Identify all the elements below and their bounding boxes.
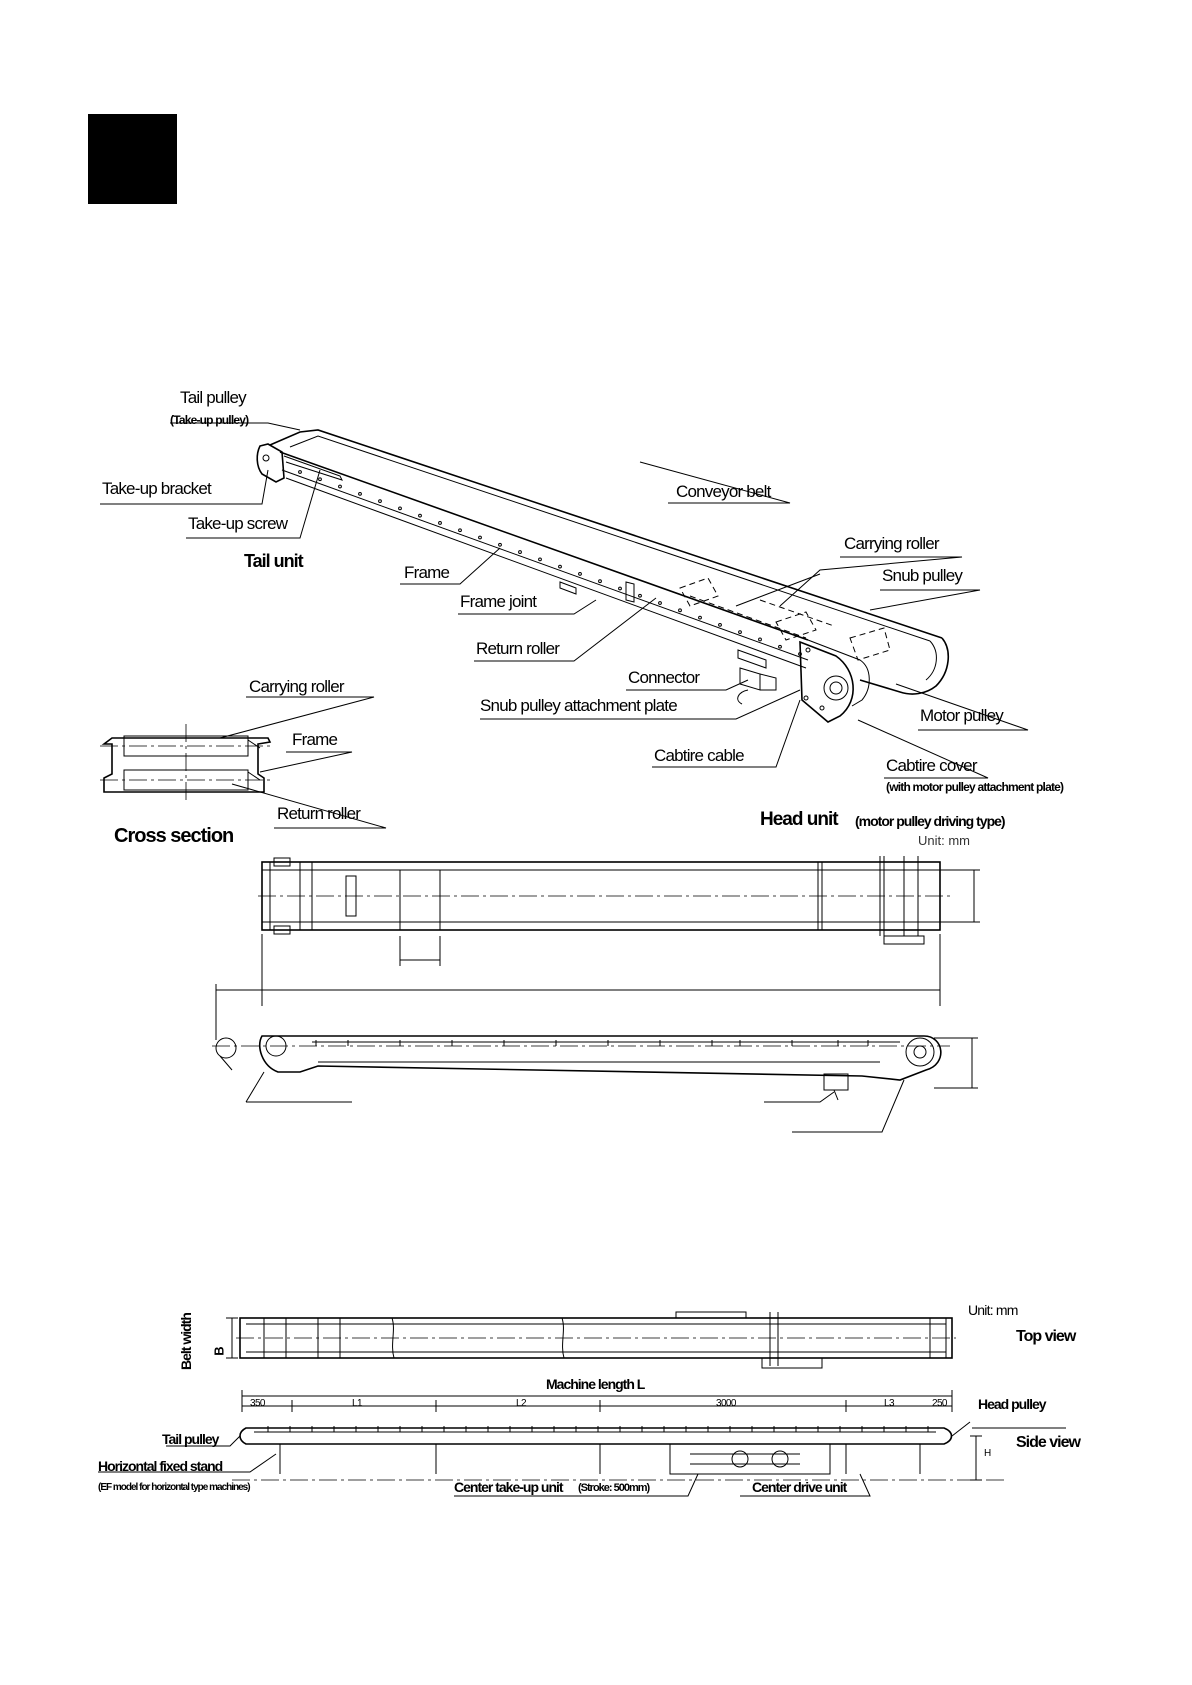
label-take-up-pulley: (Take-up pulley) <box>170 413 249 427</box>
label-snub-pulley: Snub pulley <box>882 566 963 585</box>
roller-mark <box>448 1040 456 1046</box>
dim-3000: 3000 <box>716 1398 736 1409</box>
roller-mark <box>864 1040 872 1046</box>
frame-hole-mark <box>798 652 802 656</box>
bottom-horizontal-fixed-stand: Horizontal fixed stand <box>98 1458 223 1474</box>
label-head-unit: Head unit <box>760 809 839 830</box>
head-unit-side-view <box>212 1035 978 1133</box>
bottom-side-view-title: Side view <box>1016 1434 1081 1451</box>
frame-hole-mark <box>358 491 362 496</box>
roller-mark <box>312 1040 320 1046</box>
bottom-belt-width-symbol: B <box>211 1347 227 1356</box>
head-unit-top-view <box>215 856 980 1040</box>
cross-section-frame: Frame <box>292 730 338 749</box>
label-connector: Connector <box>628 668 700 687</box>
label-frame-joint: Frame joint <box>460 592 537 611</box>
frame-hole-mark <box>298 470 302 474</box>
bottom-tail-pulley: Tail pulley <box>162 1431 219 1447</box>
bottom-belt-width-label: Belt width <box>178 1313 194 1370</box>
roller-mark <box>834 1040 842 1046</box>
bottom-machine-length: Machine length L <box>546 1376 645 1392</box>
frame-hole-mark <box>758 637 762 642</box>
roller-mark <box>344 1040 352 1046</box>
frame-hole-mark <box>618 586 622 591</box>
dim-350: 350 <box>250 1398 265 1409</box>
cross-section-return-roller: Return roller <box>277 804 361 823</box>
cross-section-carrying-roller: Carrying roller <box>249 677 345 696</box>
label-motor-pulley: Motor pulley <box>920 706 1004 725</box>
frame-hole-mark <box>538 557 542 562</box>
frame-hole-mark <box>778 644 782 649</box>
label-cabtire-cover-note: (with motor pulley attachment plate) <box>886 780 1064 794</box>
label-conveyor-belt: Conveyor belt <box>676 482 771 501</box>
frame-hole-mark <box>458 528 462 533</box>
bottom-top-view-title: Top view <box>1016 1328 1076 1345</box>
roller-mark <box>396 1040 404 1046</box>
frame-hole-mark <box>438 521 442 525</box>
cross-section-drawing <box>100 696 387 829</box>
frame-hole-mark <box>738 630 742 635</box>
frame-hole-mark <box>678 608 682 613</box>
bottom-height-symbol: H <box>984 1448 991 1459</box>
leader-lines <box>100 422 1029 779</box>
bottom-side-view <box>98 1390 1066 1497</box>
label-take-up-screw: Take-up screw <box>188 514 288 533</box>
bottom-head-pulley: Head pulley <box>978 1396 1047 1412</box>
roller-mark <box>736 1040 744 1046</box>
frame-hole-mark <box>598 579 602 584</box>
bottom-stroke-note: (Stroke: 500mm) <box>578 1482 650 1494</box>
bottom-ef-model-note: (EF model for horizontal type machines) <box>98 1482 251 1493</box>
section-marker-block <box>88 114 177 204</box>
isometric-conveyor <box>256 429 949 723</box>
frame-hole-mark <box>378 499 382 504</box>
roller-mark <box>604 1040 612 1046</box>
label-frame: Frame <box>404 563 450 582</box>
frame-hole-mark <box>338 484 342 489</box>
frame-hole-mark <box>478 535 482 540</box>
frame-hole-mark <box>418 513 422 518</box>
frame-hole-mark <box>658 601 662 605</box>
frame-hole-mark <box>398 506 402 511</box>
roller-mark <box>500 1040 508 1046</box>
label-head-unit-note: (motor pulley driving type) <box>855 813 1006 829</box>
label-take-up-bracket: Take-up bracket <box>102 479 212 498</box>
label-return-roller: Return roller <box>476 639 560 658</box>
bottom-top-view <box>226 1311 956 1369</box>
roller-mark <box>656 1040 664 1046</box>
dim-l3: L3 <box>884 1398 895 1409</box>
cross-section-title: Cross section <box>114 825 234 847</box>
dim-l2: L2 <box>516 1398 527 1409</box>
dim-l1: L1 <box>352 1398 363 1409</box>
bottom-unit-mm: Unit: mm <box>968 1302 1018 1318</box>
label-cabtire-cover: Cabtire cover <box>886 756 978 775</box>
bottom-center-drive-unit: Center drive unit <box>752 1479 847 1495</box>
roller-mark <box>708 1040 716 1046</box>
frame-hole-mark <box>578 572 582 576</box>
label-tail-unit: Tail unit <box>244 551 304 571</box>
frame-hole-mark <box>518 550 522 554</box>
frame-hole-mark <box>558 564 562 569</box>
frame-hole-mark <box>698 615 702 620</box>
roller-mark <box>552 1040 560 1046</box>
label-carrying-roller: Carrying roller <box>844 534 940 553</box>
frame-hole-mark <box>638 593 642 598</box>
frame-hole-mark <box>318 477 322 482</box>
dim-250: 250 <box>932 1398 947 1409</box>
roller-mark <box>788 1040 796 1046</box>
frame-hole-mark <box>718 622 722 627</box>
frame-hole-mark <box>498 542 502 547</box>
bottom-center-take-up-unit: Center take-up unit <box>454 1479 564 1495</box>
label-tail-pulley: Tail pulley <box>180 388 247 407</box>
label-unit-mm-1: Unit: mm <box>918 833 970 848</box>
label-snub-pulley-attachment-plate: Snub pulley attachment plate <box>480 696 678 715</box>
label-cabtire-cable: Cabtire cable <box>654 746 745 765</box>
